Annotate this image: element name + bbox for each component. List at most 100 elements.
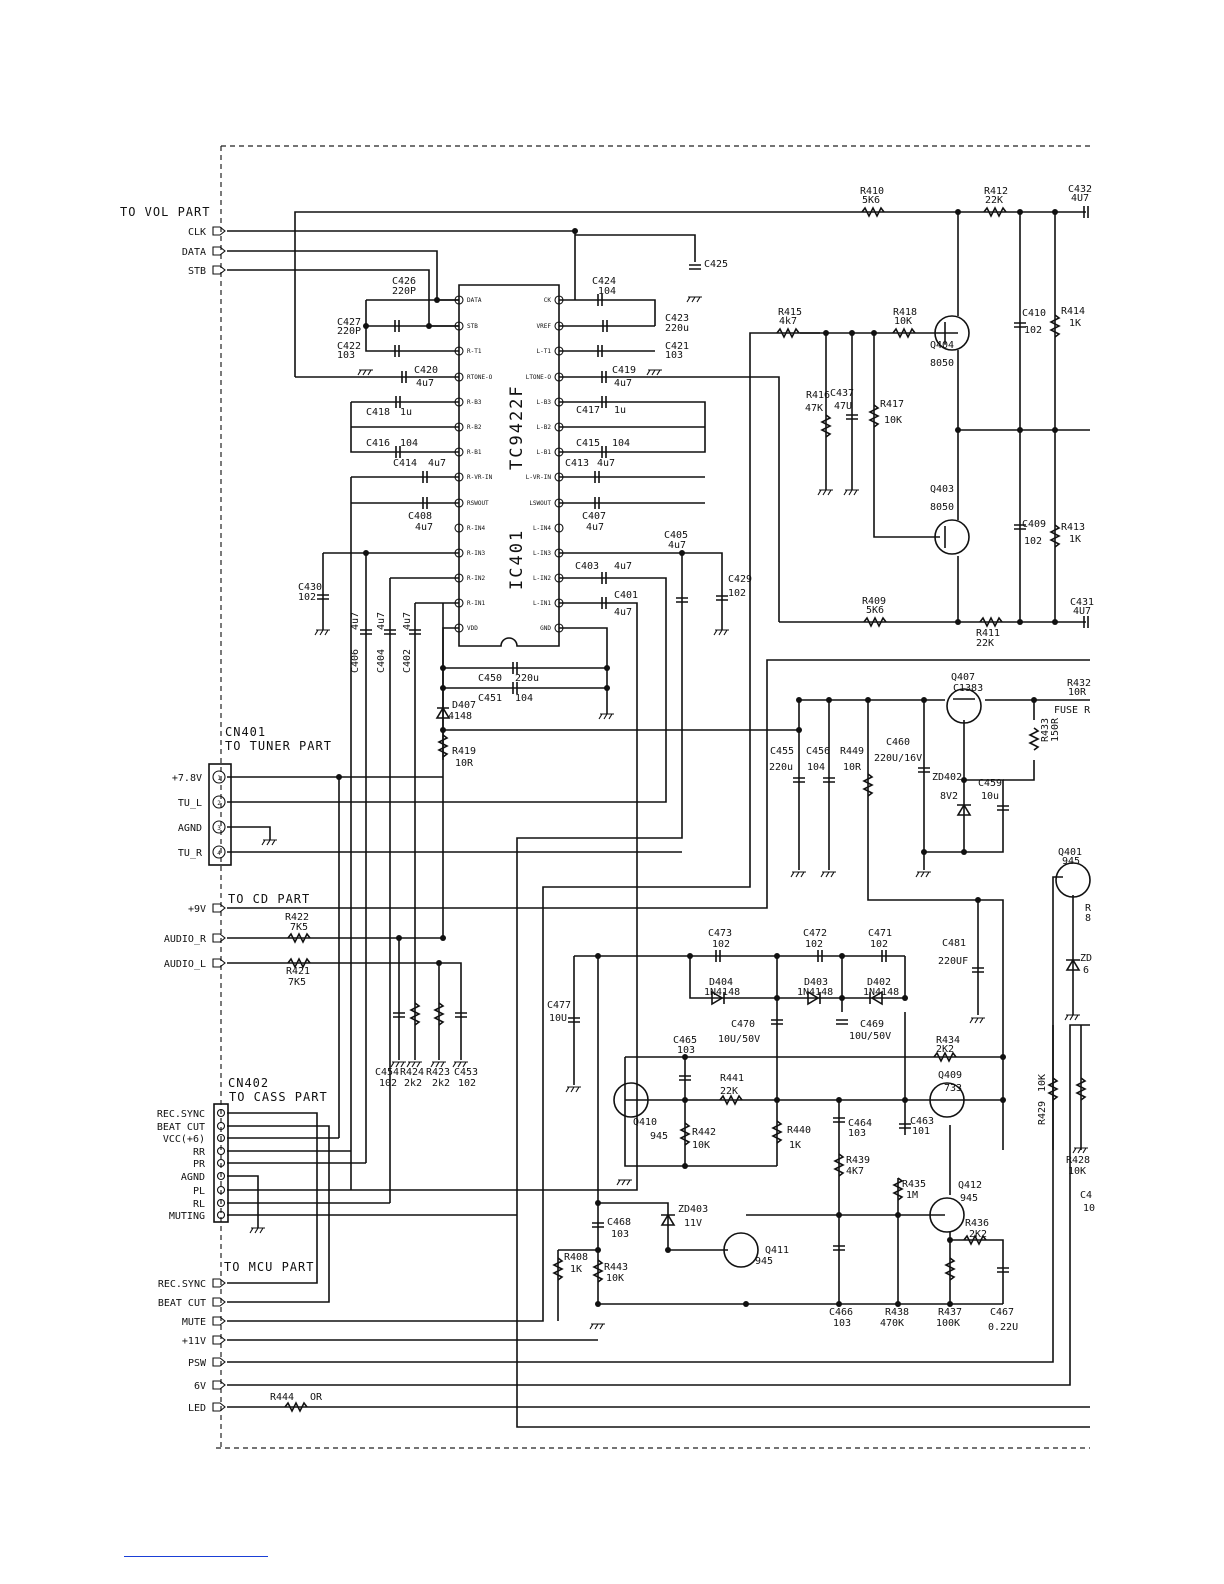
cn402-pin-label: VCC(+6) <box>163 1134 205 1145</box>
component-ref: R412 <box>984 186 1008 197</box>
ic-pin-label-left: R-B1 <box>467 449 482 456</box>
component-value: 2k2 <box>404 1078 422 1089</box>
component-ref: R415 <box>778 307 802 318</box>
component-ref: R419 <box>452 746 476 757</box>
mcu-pin-label-terminal <box>212 1297 226 1307</box>
component-value: 104 <box>400 438 418 449</box>
resistor-symbol <box>437 734 449 758</box>
junction-dot <box>871 330 877 336</box>
junction-dot <box>436 960 442 966</box>
component-ref: R429 <box>1037 1101 1048 1125</box>
junction-dot <box>440 685 446 691</box>
cn402-header: TO CASS PART <box>229 1090 328 1104</box>
cn401-pin-number: 3 <box>217 825 221 832</box>
junction-dot <box>604 665 610 671</box>
component-value: 4u7 <box>376 612 387 630</box>
ground-symbol <box>713 629 729 636</box>
component-value: 220P <box>337 326 361 337</box>
capacitor-symbol <box>422 471 428 483</box>
component-ref: C471 <box>868 928 892 939</box>
footer-link-underline[interactable] <box>124 1556 268 1557</box>
component-value: C1383 <box>953 683 983 694</box>
cd-part-header: TO CD PART <box>228 892 310 906</box>
resistor-symbol <box>983 206 1007 218</box>
component-ref: C425 <box>704 259 728 270</box>
ic-part-number: TC9422F <box>507 384 527 470</box>
component-value: 5K6 <box>862 195 880 206</box>
component-value: 102 <box>1024 325 1042 336</box>
transistor-q409 <box>929 1082 965 1118</box>
junction-dot <box>440 727 446 733</box>
junction-dot <box>796 727 802 733</box>
mcu-pin-label-terminal <box>212 1357 226 1367</box>
junction-dot <box>1017 209 1023 215</box>
junction-dot <box>774 1097 780 1103</box>
junction-dot <box>595 953 601 959</box>
component-ref: R408 <box>564 1252 588 1263</box>
component-value: 4U7 <box>1073 606 1091 617</box>
component-ref: C427 <box>337 317 361 328</box>
component-value: 5K6 <box>866 605 884 616</box>
component-ref: C470 <box>731 1019 755 1030</box>
ground-symbol <box>249 1227 265 1234</box>
capacitor-symbol <box>846 414 858 420</box>
component-ref: C459 <box>978 778 1002 789</box>
component-ref: C431 <box>1070 597 1094 608</box>
junction-dot <box>947 1301 953 1307</box>
edge-fragment-label: ZD <box>1080 953 1092 964</box>
component-ref: D407 <box>452 700 476 711</box>
component-ref: C465 <box>673 1035 697 1046</box>
junction-dot <box>595 1200 601 1206</box>
ground-symbol <box>686 296 702 303</box>
component-value: 8050 <box>930 502 954 513</box>
ic-pin-label-left: DATA <box>467 297 482 304</box>
mcu-pin-label: REC.SYNC <box>158 1279 206 1290</box>
ic-pin-label-right: L-B3 <box>537 399 552 406</box>
mcu-pin-label: PSW <box>188 1358 207 1369</box>
component-ref: C432 <box>1068 184 1092 195</box>
component-value: 945 <box>1062 856 1080 867</box>
component-ref: R440 <box>787 1125 811 1136</box>
component-ref: D402 <box>867 977 891 988</box>
junction-dot <box>679 550 685 556</box>
junction-dot <box>849 330 855 336</box>
junction-dot <box>796 697 802 703</box>
component-ref: C418 <box>366 407 390 418</box>
mcu-part-header: TO MCU PART <box>224 1260 314 1274</box>
component-ref: C422 <box>337 341 361 352</box>
ic-pin-label-left: R-IN4 <box>467 525 485 532</box>
component-value: 4U7 <box>1071 193 1089 204</box>
component-value: 10K <box>894 316 912 327</box>
ground-symbol <box>969 1017 985 1024</box>
ic-pin-label-right: L-VR-IN <box>526 474 552 481</box>
diode-d407 <box>435 706 451 719</box>
cd-pin-label-terminal <box>212 933 226 943</box>
junction-dot <box>1000 1097 1006 1103</box>
cn402-connector-box <box>213 1103 229 1223</box>
mcu-pin-label: 6V <box>194 1381 206 1392</box>
junction-dot <box>1017 619 1023 625</box>
component-ref: R413 <box>1061 522 1085 533</box>
junction-dot <box>1052 619 1058 625</box>
component-value: 104 <box>515 693 533 704</box>
transistor-q411 <box>723 1232 759 1268</box>
component-value: 102 <box>379 1078 397 1089</box>
junction-dot <box>921 849 927 855</box>
transistor-q412 <box>929 1197 965 1233</box>
component-ref: C473 <box>708 928 732 939</box>
cn402-pin <box>216 1133 226 1143</box>
capacitor-symbol <box>409 629 421 635</box>
cn401-pin-number: 1 <box>217 775 221 782</box>
junction-dots <box>336 209 1058 1307</box>
capacitor-symbol <box>1014 524 1026 530</box>
edge-fragment-label: 8 <box>1085 913 1091 924</box>
junction-dot <box>336 774 342 780</box>
junction-dot <box>836 1212 842 1218</box>
component-value: 4K7 <box>846 1166 864 1177</box>
component-ref: R423 <box>426 1067 450 1078</box>
component-value: 220u <box>515 673 539 684</box>
cn401-ref: CN401 <box>225 725 266 739</box>
junction-dot <box>955 209 961 215</box>
ic-pin-label-right: VREF <box>537 323 552 330</box>
ground-symbol <box>406 1061 422 1068</box>
